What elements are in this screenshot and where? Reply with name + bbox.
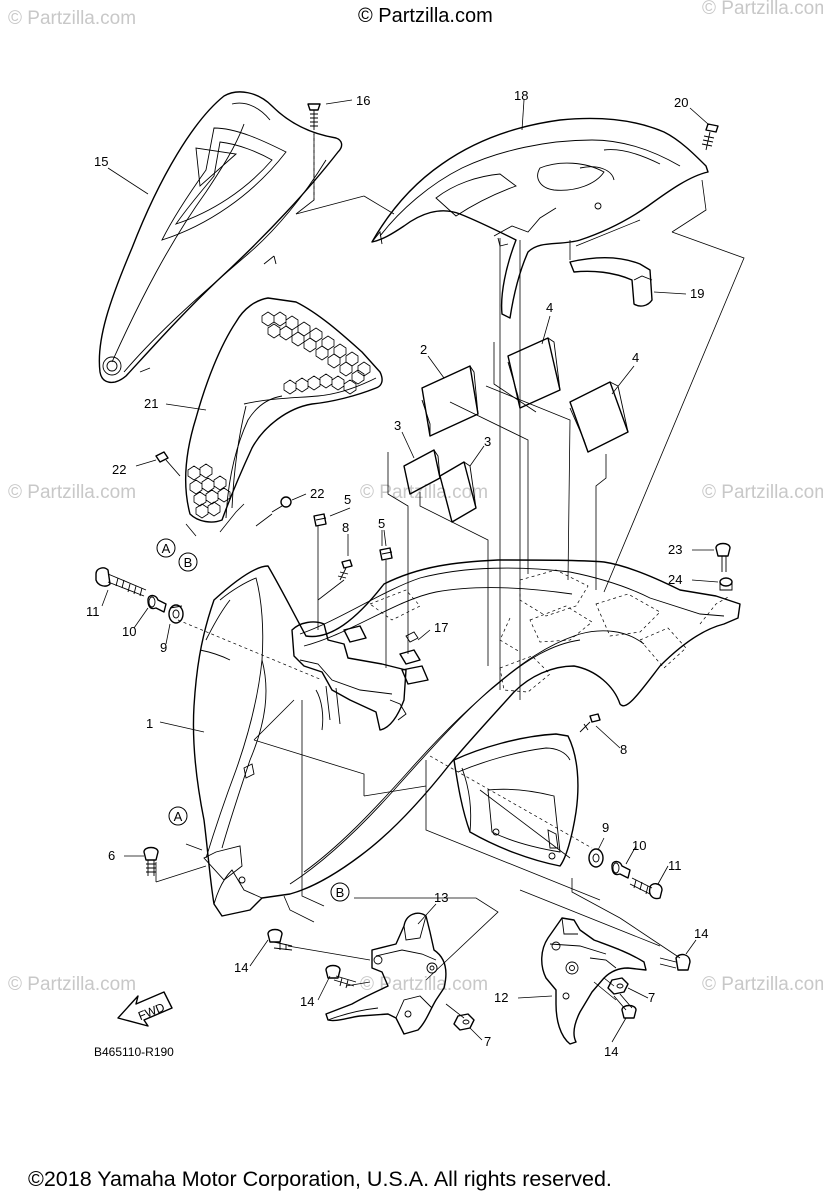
part-14-bolt — [613, 993, 637, 1019]
part-11-bolt-right — [629, 877, 663, 900]
part-10-collar-left — [147, 594, 167, 613]
callout-label: 24 — [668, 572, 682, 587]
part-23-bolt — [715, 542, 731, 572]
part-10-collar-right — [611, 860, 631, 879]
callout-label: 15 — [94, 154, 108, 169]
part-13-bracket — [325, 912, 447, 1035]
callout-label: 11 — [668, 858, 682, 873]
ref-marker-label: B — [184, 555, 193, 570]
callout-label: 7 — [648, 990, 655, 1005]
watermark-text: © Partzilla.com — [8, 482, 136, 503]
part-7-nut — [607, 977, 629, 995]
callout-label: 19 — [690, 286, 704, 301]
part-11-bolt-left — [95, 567, 147, 597]
watermark-text: © Partzilla.com — [702, 482, 823, 503]
callout-label: 22 — [310, 486, 324, 501]
ref-marker-label: A — [174, 809, 183, 824]
part-24-washer — [719, 577, 733, 591]
callout-label: 18 — [514, 88, 528, 103]
assembly-leaders — [155, 134, 745, 1019]
callout-label: 2 — [420, 342, 427, 357]
callout-label: 3 — [394, 418, 401, 433]
diagram-code: B465110-R190 — [94, 1045, 174, 1059]
ref-marker-label: B — [336, 885, 345, 900]
callout-label: 23 — [668, 542, 682, 557]
callout-label: 8 — [342, 520, 349, 535]
ref-marker-label: A — [162, 541, 171, 556]
part-9-grommet-left — [168, 604, 184, 624]
callout-label: 17 — [434, 620, 448, 635]
ref-marker-a: A — [168, 806, 188, 826]
ref-marker-b: B — [330, 882, 350, 902]
part-22-screw-right — [271, 493, 307, 513]
watermark-text: © Partzilla.com — [702, 0, 823, 19]
callout-label: 3 — [484, 434, 491, 449]
watermark-text: © Partzilla.com — [8, 8, 136, 29]
part-8-screw-upper — [337, 559, 353, 581]
part-14-bolt — [267, 928, 293, 951]
ref-markers: A B A B — [156, 538, 350, 902]
callout-leaders — [101, 99, 719, 1043]
part-22-screw-left — [135, 451, 181, 477]
part-1-front-fender — [192, 559, 741, 917]
callout-label: 7 — [484, 1034, 491, 1049]
callout-label: 11 — [86, 604, 100, 619]
watermark-text: © Partzilla.com — [360, 974, 488, 995]
grille-mesh-upper — [261, 311, 371, 395]
part-6-bolt — [143, 846, 159, 876]
watermark-text: © Partzilla.com — [360, 482, 488, 503]
part-4-pad-left — [507, 337, 561, 409]
callout-label: 22 — [112, 462, 126, 477]
callout-label: 14 — [694, 926, 708, 941]
part-20-screw — [701, 123, 719, 151]
part-9-grommet-right — [588, 848, 604, 868]
callout-label: 20 — [674, 95, 688, 110]
callout-label: 9 — [602, 820, 609, 835]
callout-label: 13 — [434, 890, 448, 905]
callout-label: 8 — [620, 742, 627, 757]
site-credit: © Partzilla.com — [358, 5, 493, 27]
callout-label: 21 — [144, 396, 158, 411]
callout-label: 14 — [234, 960, 248, 975]
part-14-bolt — [659, 953, 691, 971]
watermarks: © Partzilla.com © Partzilla.com © Partzi… — [8, 0, 823, 995]
grille-mesh-lower — [187, 463, 231, 519]
callout-label: 5 — [344, 492, 351, 507]
part-7-nut — [453, 1013, 475, 1031]
callout-label: 16 — [356, 93, 370, 108]
callout-label: 1 — [146, 716, 153, 731]
watermark-text: © Partzilla.com — [8, 974, 136, 995]
ref-marker-a: A — [156, 538, 176, 558]
fwd-label: FWD — [136, 1000, 167, 1023]
watermark-text: © Partzilla.com — [702, 974, 823, 995]
callout-label: 14 — [300, 994, 314, 1009]
callout-label: 14 — [604, 1044, 618, 1059]
ref-marker-b: B — [178, 552, 198, 572]
part-4-pad-right — [569, 381, 629, 453]
part-21-headlight-grille — [185, 297, 383, 523]
callout-label: 12 — [494, 990, 508, 1005]
fwd-arrow-icon: FWD — [117, 991, 173, 1027]
callout-numbers: 16 18 20 15 19 4 2 4 21 3 3 22 22 5 8 5 … — [86, 88, 708, 1059]
callout-label: 10 — [632, 838, 646, 853]
callout-label: 6 — [108, 848, 115, 863]
splash-panel — [453, 733, 579, 867]
part-14-bolt — [325, 964, 357, 989]
part-5-clip — [313, 513, 327, 527]
part-19-strip — [569, 257, 653, 307]
callout-label: 5 — [378, 516, 385, 531]
footer-copyright: ©2018 Yamaha Motor Corporation, U.S.A. A… — [28, 1167, 612, 1191]
part-2-pad — [421, 365, 479, 437]
part-8-screw-lower — [579, 713, 601, 733]
callout-label: 9 — [160, 640, 167, 655]
part-18-top-fender — [371, 117, 709, 319]
part-5-clip — [379, 547, 393, 561]
part-15-front-cover — [98, 91, 343, 383]
part-12-bracket — [541, 917, 647, 1045]
callout-label: 4 — [632, 350, 639, 365]
callout-label: 10 — [122, 624, 136, 639]
callout-label: 4 — [546, 300, 553, 315]
